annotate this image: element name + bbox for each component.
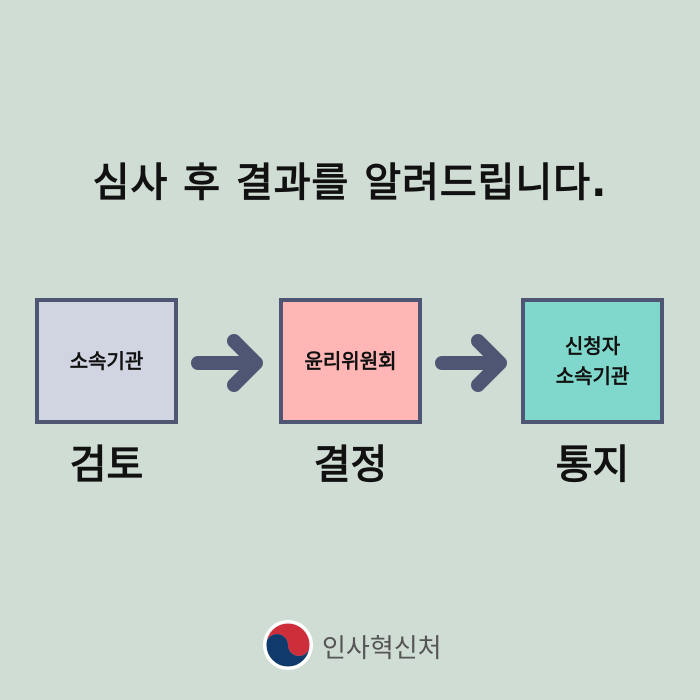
arrow-right-icon	[191, 334, 263, 392]
step-box-decision: 윤리위원회	[279, 298, 422, 424]
step-label-review: 검토	[69, 442, 144, 488]
step-label-notify: 통지	[555, 442, 630, 488]
page-title: 심사 후 결과를 알려드립니다.	[92, 160, 608, 206]
step-box-text: 신청자	[564, 334, 621, 358]
step-label-decision: 결정	[313, 442, 388, 488]
step-box-text: 소속기관	[555, 364, 630, 388]
step-box-notify: 신청자 소속기관	[521, 298, 664, 424]
organization-name: 인사혁신처	[322, 634, 442, 664]
step-box-text: 소속기관	[69, 349, 144, 373]
step-box-text: 윤리위원회	[304, 349, 397, 373]
arrow-right-icon	[435, 334, 507, 392]
step-box-review: 소속기관	[35, 298, 178, 424]
government-emblem-icon	[263, 620, 313, 670]
